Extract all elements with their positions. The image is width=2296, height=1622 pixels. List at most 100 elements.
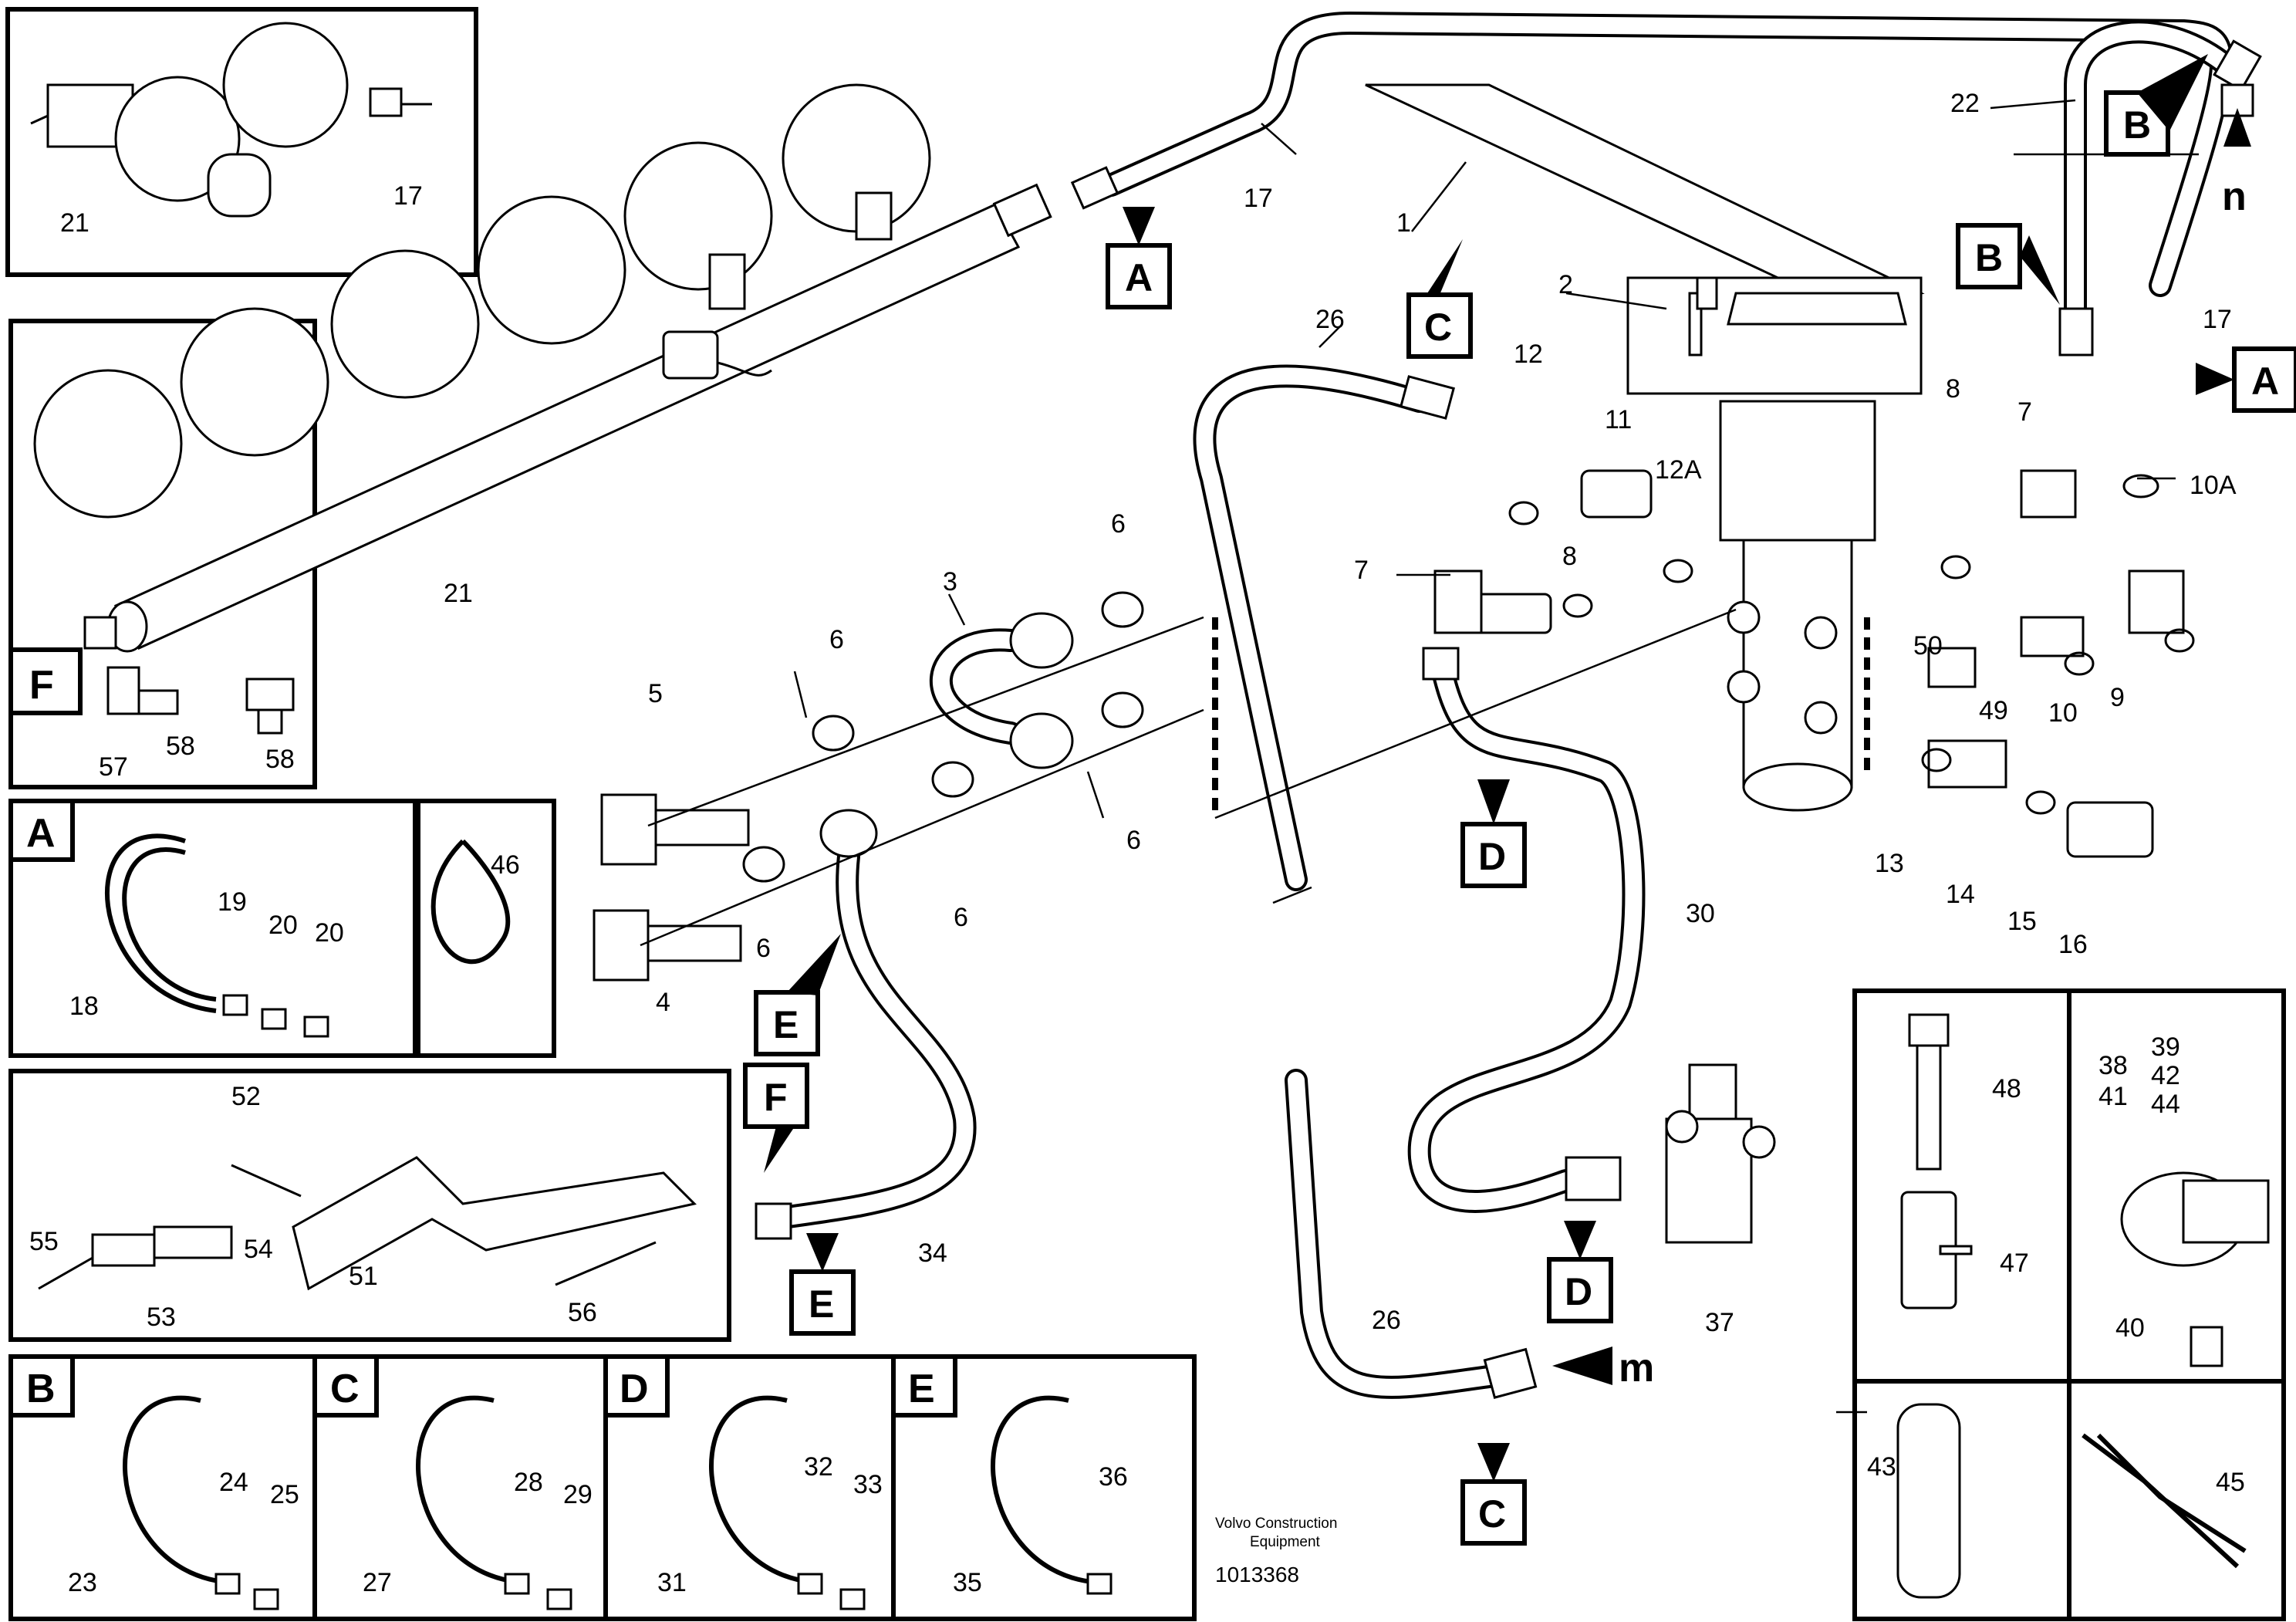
- callout-50: 50: [1913, 631, 1943, 661]
- callout-17c: 17: [2203, 305, 2232, 334]
- callout-56: 56: [568, 1298, 597, 1327]
- ref-box-c2: C: [1478, 1492, 1506, 1536]
- callout-21b: 21: [444, 579, 473, 608]
- callout-6b: 6: [1111, 509, 1126, 539]
- ref-box-b1: B: [2123, 103, 2151, 147]
- ref-box-d1: D: [1478, 835, 1506, 878]
- callout-12A: 12A: [1655, 455, 1702, 485]
- banjo-tube-3: [929, 612, 1074, 769]
- callout-21a: 21: [60, 208, 89, 238]
- ref-box-f1: F: [764, 1076, 788, 1119]
- callout-7a: 7: [1354, 556, 1369, 585]
- callout-10: 10: [2048, 698, 2078, 728]
- callout-12: 12: [1514, 340, 1543, 369]
- callout-51: 51: [349, 1262, 378, 1291]
- callout-6e: 6: [756, 934, 771, 963]
- callout-55: 55: [29, 1227, 59, 1256]
- callout-40: 40: [2115, 1313, 2145, 1343]
- callout-11: 11: [1605, 405, 1632, 434]
- callout-42: 42: [2151, 1061, 2180, 1090]
- callout-48: 48: [1992, 1074, 2021, 1103]
- bracket-drawing: [38, 1156, 697, 1291]
- callout-58a: 58: [166, 732, 195, 761]
- brand-line-2: Equipment: [1250, 1534, 1321, 1550]
- callout-39: 39: [2151, 1032, 2180, 1062]
- inset-letter-b: B: [26, 1367, 56, 1411]
- callout-38: 38: [2098, 1051, 2128, 1080]
- callout-49: 49: [1979, 696, 2008, 725]
- callout-7b: 7: [2017, 397, 2032, 427]
- inset-manifold-end: [30, 22, 432, 218]
- callout-30: 30: [1686, 899, 1715, 928]
- washers-6: [742, 591, 1144, 883]
- callout-14: 14: [1946, 880, 1975, 909]
- callout-28: 28: [514, 1468, 543, 1497]
- callout-6d: 6: [954, 903, 968, 932]
- connection-letters: n m: [1619, 174, 2247, 1391]
- callout-8b: 8: [1946, 374, 1960, 404]
- inset-letter-e: E: [908, 1367, 935, 1411]
- footer-block: Volvo Construction Equipment 1013368: [1215, 1516, 1337, 1587]
- inset-letter-d: D: [620, 1367, 649, 1411]
- inset-letters: F A B C D E: [26, 663, 935, 1411]
- connection-m: m: [1619, 1346, 1654, 1391]
- bolts: [593, 793, 750, 982]
- valve-37: [1665, 1063, 1776, 1244]
- callout-5: 5: [648, 679, 663, 708]
- ref-box-d2: D: [1565, 1270, 1592, 1313]
- callout-45: 45: [2216, 1468, 2245, 1497]
- callout-22: 22: [1950, 89, 1980, 118]
- inset-letter-squares: [8, 647, 957, 1418]
- callout-27: 27: [363, 1568, 392, 1597]
- callout-58b: 58: [265, 745, 295, 774]
- callout-34: 34: [918, 1238, 947, 1268]
- tube-34: [755, 809, 977, 1240]
- callout-17a: 17: [393, 181, 423, 211]
- callout-6a: 6: [829, 625, 844, 654]
- ref-box-a2: A: [2251, 360, 2279, 403]
- callout-43: 43: [1867, 1452, 1896, 1482]
- ref-box-e2: E: [809, 1282, 834, 1326]
- callout-32: 32: [804, 1452, 833, 1482]
- callout-26a: 26: [1315, 305, 1345, 334]
- inset-letter-a: A: [26, 811, 56, 856]
- ref-box-c1: C: [1424, 306, 1452, 349]
- callout-31: 31: [657, 1568, 687, 1597]
- callout-25: 25: [270, 1480, 299, 1509]
- tube-22: [2058, 20, 2262, 357]
- callout-3: 3: [943, 567, 957, 596]
- valve-fittings: [1433, 469, 2185, 858]
- callout-18: 18: [69, 992, 99, 1021]
- ref-box-a1: A: [1125, 256, 1153, 299]
- callout-57: 57: [99, 752, 128, 782]
- callout-17b: 17: [1244, 184, 1273, 213]
- callout-54: 54: [244, 1235, 273, 1264]
- callout-24: 24: [219, 1468, 248, 1497]
- callout-16: 16: [2058, 930, 2088, 959]
- callout-4: 4: [656, 988, 670, 1017]
- o-rings: [1508, 474, 2195, 815]
- callout-35: 35: [953, 1568, 982, 1597]
- callout-8a: 8: [1562, 542, 1577, 571]
- callout-47: 47: [2000, 1249, 2029, 1278]
- callout-46: 46: [491, 850, 520, 880]
- callout-1: 1: [1396, 208, 1411, 238]
- clamp-drawings: [105, 833, 1113, 1610]
- callout-numbers: 1 2 3 4 5 6 6 6 6 6 7 7 8 8 9 10 10A 11 …: [29, 89, 2245, 1597]
- ref-box-b2: B: [1975, 236, 2003, 279]
- callout-29: 29: [563, 1480, 593, 1509]
- callout-10A: 10A: [2190, 471, 2237, 500]
- dashed-connector: [640, 608, 1870, 947]
- right-inset-parts: [1896, 1013, 2270, 1599]
- callout-19: 19: [218, 887, 247, 917]
- callout-20a: 20: [268, 911, 298, 940]
- reference-letter-boxes: A A B B C C D D E E F: [764, 103, 2279, 1536]
- callout-23: 23: [68, 1568, 97, 1597]
- callout-20b: 20: [315, 918, 344, 948]
- callout-53: 53: [147, 1303, 176, 1332]
- brake-accumulator-manifold: [33, 83, 1052, 653]
- callout-9: 9: [2110, 683, 2125, 712]
- callout-2: 2: [1558, 270, 1573, 299]
- callout-44: 44: [2151, 1090, 2180, 1119]
